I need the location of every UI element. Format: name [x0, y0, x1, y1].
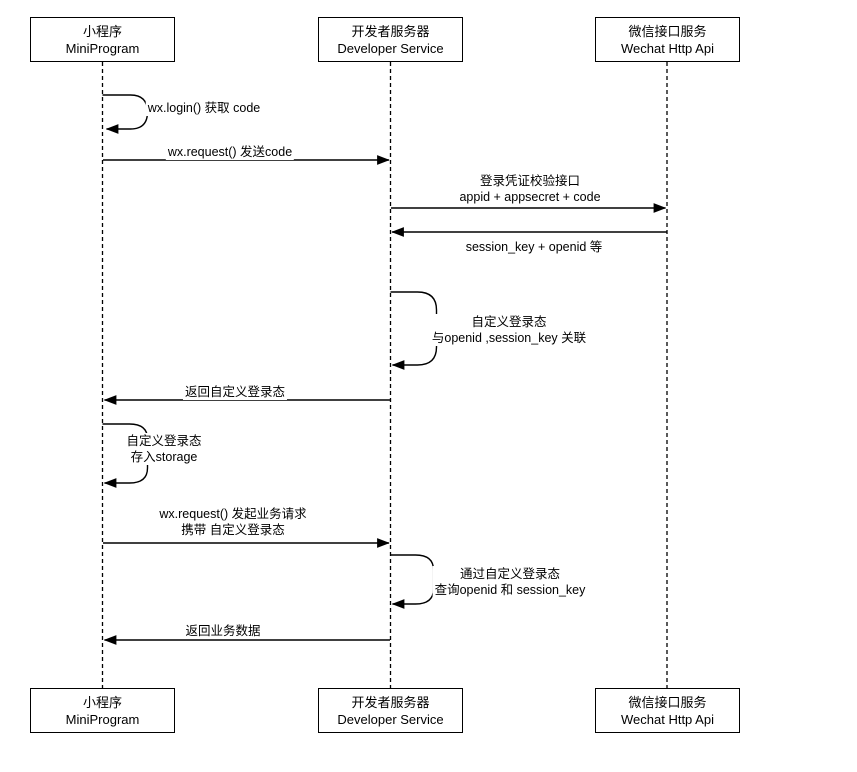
message-label-wx-login: wx.login() 获取 code: [145, 100, 263, 116]
message-label-login-check: 登录凭证校验接口 appid + appsecret + code: [457, 173, 603, 205]
actor-name-en: Developer Service: [337, 711, 444, 727]
actor-name-cn: 小程序: [82, 23, 122, 39]
self-loop-wx-login: [102, 94, 149, 134]
actor-box-developer-service-bottom: 开发者服务器 Developer Service: [318, 688, 463, 733]
message-label-store-storage: 自定义登录态 存入storage: [124, 433, 204, 465]
actor-name-cn: 小程序: [82, 694, 122, 710]
message-label-return-business-data: 返回业务数据: [183, 623, 263, 639]
actor-name-en: Developer Service: [337, 40, 444, 56]
message-label-return-login-state: 返回自定义登录态: [182, 384, 288, 400]
actor-name-cn: 开发者服务器: [351, 23, 430, 39]
actor-name-cn: 微信接口服务: [628, 694, 707, 710]
actor-name-cn: 开发者服务器: [351, 694, 430, 710]
self-loop-query-openid: [390, 554, 435, 609]
message-label-custom-login-state: 自定义登录态 与openid ,session_key 关联: [429, 314, 589, 346]
actor-name-en: Wechat Http Api: [621, 40, 714, 56]
actor-box-wechat-api-top: 微信接口服务 Wechat Http Api: [595, 17, 740, 62]
actor-name-en: Wechat Http Api: [621, 711, 714, 727]
actor-box-wechat-api-bottom: 微信接口服务 Wechat Http Api: [595, 688, 740, 733]
actor-box-miniprogram-bottom: 小程序 MiniProgram: [30, 688, 175, 733]
message-label-send-code: wx.request() 发送code: [165, 144, 295, 160]
message-label-business-request: wx.request() 发起业务请求 携带 自定义登录态: [157, 506, 309, 538]
actor-box-developer-service-top: 开发者服务器 Developer Service: [318, 17, 463, 62]
actor-name-en: MiniProgram: [65, 40, 140, 56]
actor-name-en: MiniProgram: [65, 711, 140, 727]
message-label-query-openid: 通过自定义登录态 查询openid 和 session_key: [432, 566, 588, 598]
message-label-session-key: session_key + openid 等: [463, 239, 605, 255]
actor-name-cn: 微信接口服务: [628, 23, 707, 39]
actor-box-miniprogram-top: 小程序 MiniProgram: [30, 17, 175, 62]
